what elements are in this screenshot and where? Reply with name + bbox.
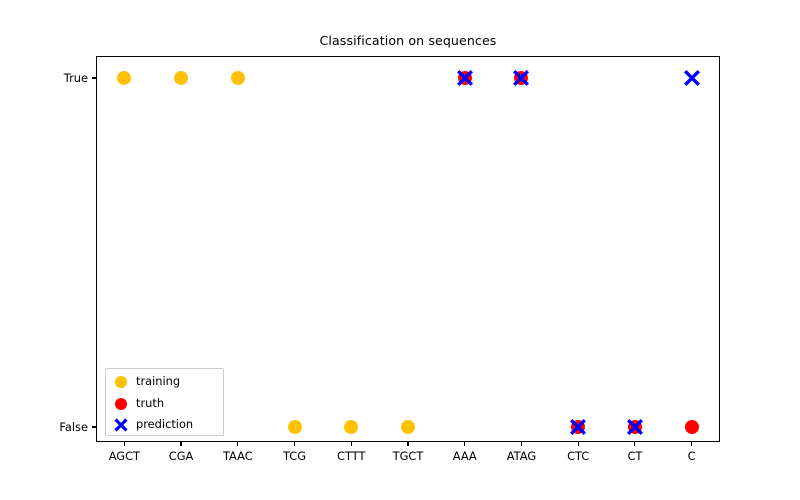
x-tick-mark [237, 442, 239, 446]
legend-marker-circle-icon [106, 371, 136, 393]
x-tick-label-cga: CGA [168, 449, 194, 463]
x-tick-mark [577, 442, 579, 446]
x-tick-mark [520, 442, 523, 446]
x-tick-label-agct: AGCT [108, 449, 141, 463]
y-tick-mark [92, 77, 96, 79]
chart-title: Classification on sequences [319, 33, 497, 48]
x-tick-mark [464, 442, 466, 446]
x-tick-label-atag: ATAG [506, 449, 537, 463]
x-tick-mark [634, 442, 636, 446]
legend-label: training [136, 374, 181, 389]
legend-item-prediction[interactable]: prediction [106, 414, 223, 436]
legend-label: truth [136, 396, 165, 411]
y-tick-label-true: True [63, 71, 88, 85]
legend-item-truth[interactable]: truth [106, 393, 223, 415]
legend-marker-circle-icon [106, 393, 136, 415]
y-tick-mark [92, 426, 96, 428]
x-tick-label-taac: TAAC [222, 449, 253, 463]
x-tick-label-c: C [687, 449, 696, 463]
y-tick-label-false: False [59, 420, 88, 434]
x-tick-label-tcg: TCG [282, 449, 307, 463]
legend-label: prediction [136, 417, 194, 432]
x-tick-label-ct: CT [627, 449, 643, 463]
chart-legend[interactable]: training truth prediction [105, 368, 224, 436]
x-tick-mark [407, 442, 409, 446]
x-tick-label-cttt: CTTT [337, 449, 366, 463]
x-tick-mark [180, 442, 182, 446]
x-tick-mark [293, 442, 296, 446]
legend-marker-x-icon [106, 414, 136, 436]
x-tick-mark [123, 442, 125, 446]
x-tick-label-tgct: TGCT [392, 449, 424, 463]
x-tick-mark [350, 442, 352, 446]
legend-item-training[interactable]: training [106, 371, 223, 393]
x-tick-label-ctc: CTC [567, 449, 590, 463]
x-tick-label-aaa: AAA [452, 449, 477, 463]
x-tick-mark [691, 442, 693, 446]
